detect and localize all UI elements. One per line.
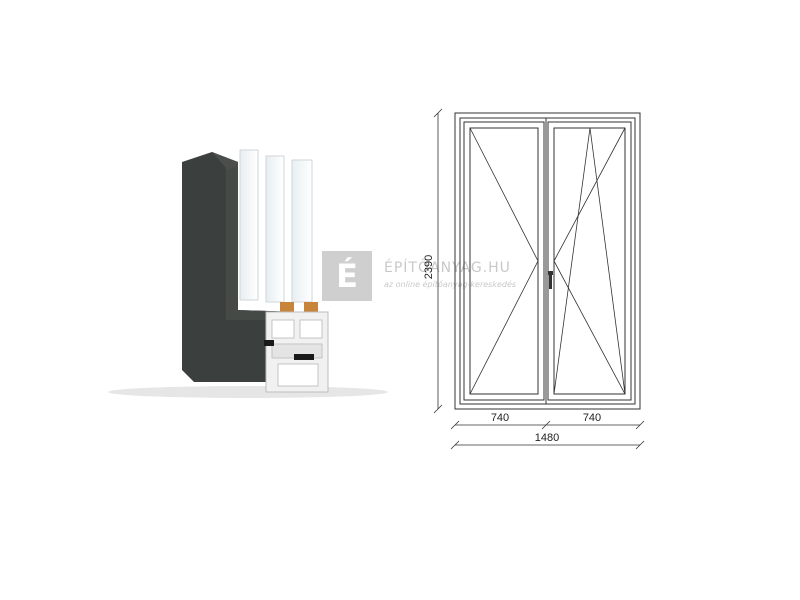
height-dimension-label: 2390 <box>423 255 435 279</box>
right-leaf-width-label: 740 <box>583 412 601 424</box>
spacer-bar-1 <box>280 302 294 312</box>
right-leaf-tilt-symbol <box>553 127 626 395</box>
left-leaf-width-label: 740 <box>491 412 509 424</box>
glass-pane-2 <box>265 155 285 303</box>
profile-shadow <box>108 386 388 398</box>
glass-pane-3 <box>291 159 313 303</box>
gasket-2 <box>294 354 314 360</box>
spacer-bar-2 <box>304 302 318 312</box>
total-dim-tick-left <box>450 440 460 450</box>
window-technical-drawing: 2390 740 740 1480 <box>423 108 645 450</box>
window-handle <box>549 275 552 289</box>
watermark-logo-letter: É <box>336 257 358 295</box>
right-sash-glass <box>553 127 626 395</box>
outer-frame <box>454 112 641 410</box>
glass-pane-1 <box>239 149 259 301</box>
leaf-dim-tick-mid <box>541 420 551 430</box>
total-dim-tick-right <box>635 440 645 450</box>
window-handle-grip <box>548 271 553 275</box>
height-dim-tick-bottom <box>433 404 443 414</box>
leaf-dim-tick-right <box>635 420 645 430</box>
pvc-chamber-4 <box>277 363 319 387</box>
profile-sash <box>226 166 298 320</box>
watermark-logo: É <box>322 251 372 301</box>
window-profile-illustration <box>108 149 388 398</box>
pvc-chamber-1 <box>271 319 295 339</box>
total-width-label: 1480 <box>535 432 559 444</box>
left-sash-glass <box>469 127 539 395</box>
outer-frame-inner <box>459 117 636 405</box>
right-leaf-turn-symbol <box>553 127 626 395</box>
right-sash-outer <box>547 121 632 401</box>
watermark-tagline: az online építőanyag-kereskedés <box>384 280 517 289</box>
left-leaf-opening-symbol <box>469 127 539 395</box>
left-sash-outer <box>463 121 545 401</box>
gasket-1 <box>264 340 274 346</box>
watermark: É ÉPÍTŐANYAG.HU az online építőanyag-ker… <box>322 251 542 303</box>
height-dim-tick-top <box>433 108 443 118</box>
watermark-site-name: ÉPÍTŐANYAG.HU <box>384 260 511 276</box>
pvc-chamber-2 <box>299 319 323 339</box>
leaf-dim-tick-left <box>450 420 460 430</box>
